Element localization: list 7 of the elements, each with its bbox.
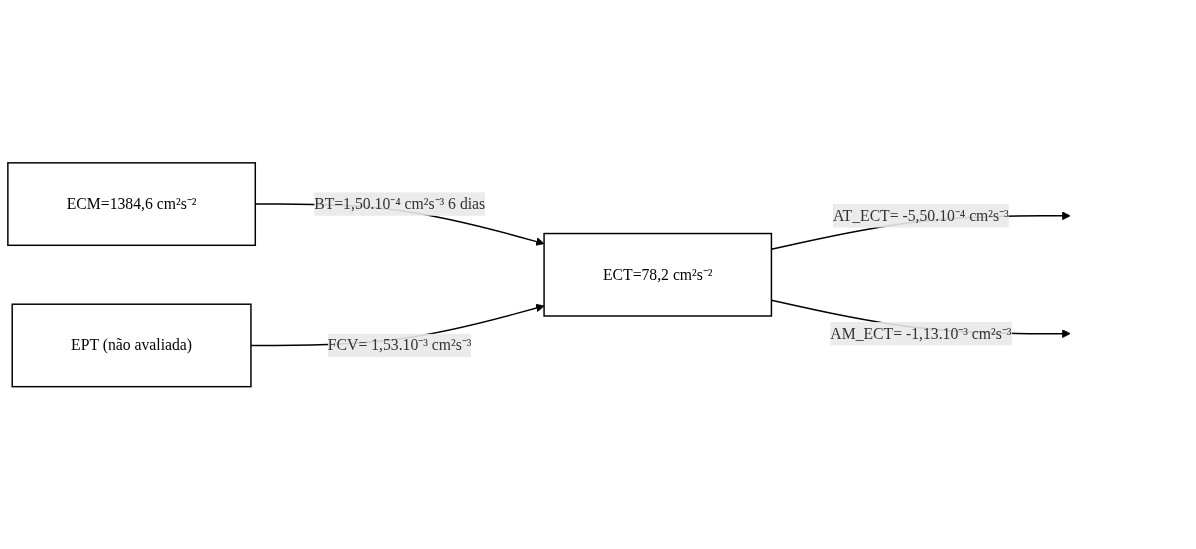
edge-label: AM_ECT= -1,13.10⁻³ cm²s⁻³	[830, 324, 1012, 342]
node-box: ECT=78,2 cm²s⁻²	[543, 232, 773, 317]
node-box: EPT (não avaliada)	[11, 303, 252, 388]
edge-label: AT_ECT= -5,50.10⁻⁴ cm²s⁻³	[832, 206, 1009, 224]
edge-label: BT=1,50.10⁻⁴ cm²s⁻³ 6 dias	[314, 194, 486, 212]
edge-label: FCV= 1,53.10⁻³ cm²s⁻³	[327, 336, 472, 354]
node-box: ECM=1384,6 cm²s⁻²	[7, 161, 257, 246]
